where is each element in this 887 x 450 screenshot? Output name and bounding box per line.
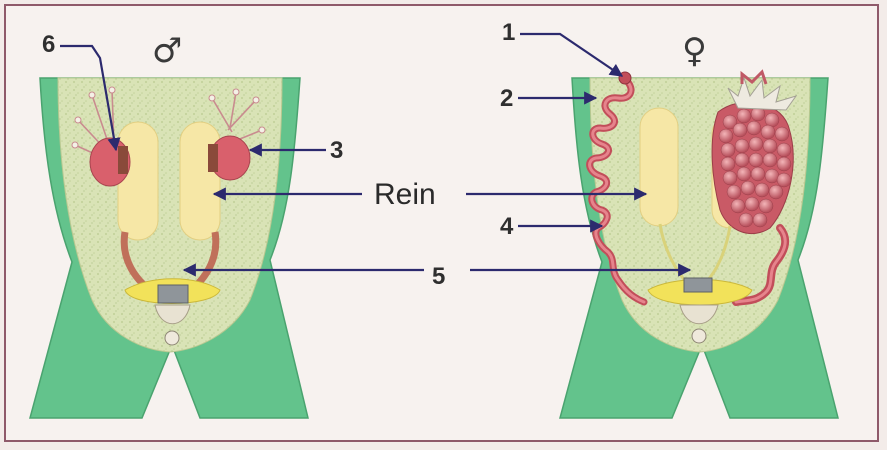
male-symbol: ♂	[152, 31, 182, 71]
label-6: 6	[42, 31, 55, 58]
label-2: 2	[500, 85, 513, 112]
label-5: 5	[432, 263, 445, 290]
male-kidney-left	[118, 122, 158, 240]
label-3: 3	[330, 137, 343, 164]
male-frog-body	[30, 78, 308, 418]
female-symbol: ♀	[682, 31, 707, 71]
female-kidney-left	[640, 108, 678, 226]
male-kidney-right	[180, 122, 220, 240]
label-4: 4	[500, 213, 514, 240]
arrow-1	[520, 34, 622, 76]
label-1: 1	[502, 19, 515, 46]
label-rein: Rein	[374, 178, 436, 211]
male-testis-left	[90, 138, 130, 186]
